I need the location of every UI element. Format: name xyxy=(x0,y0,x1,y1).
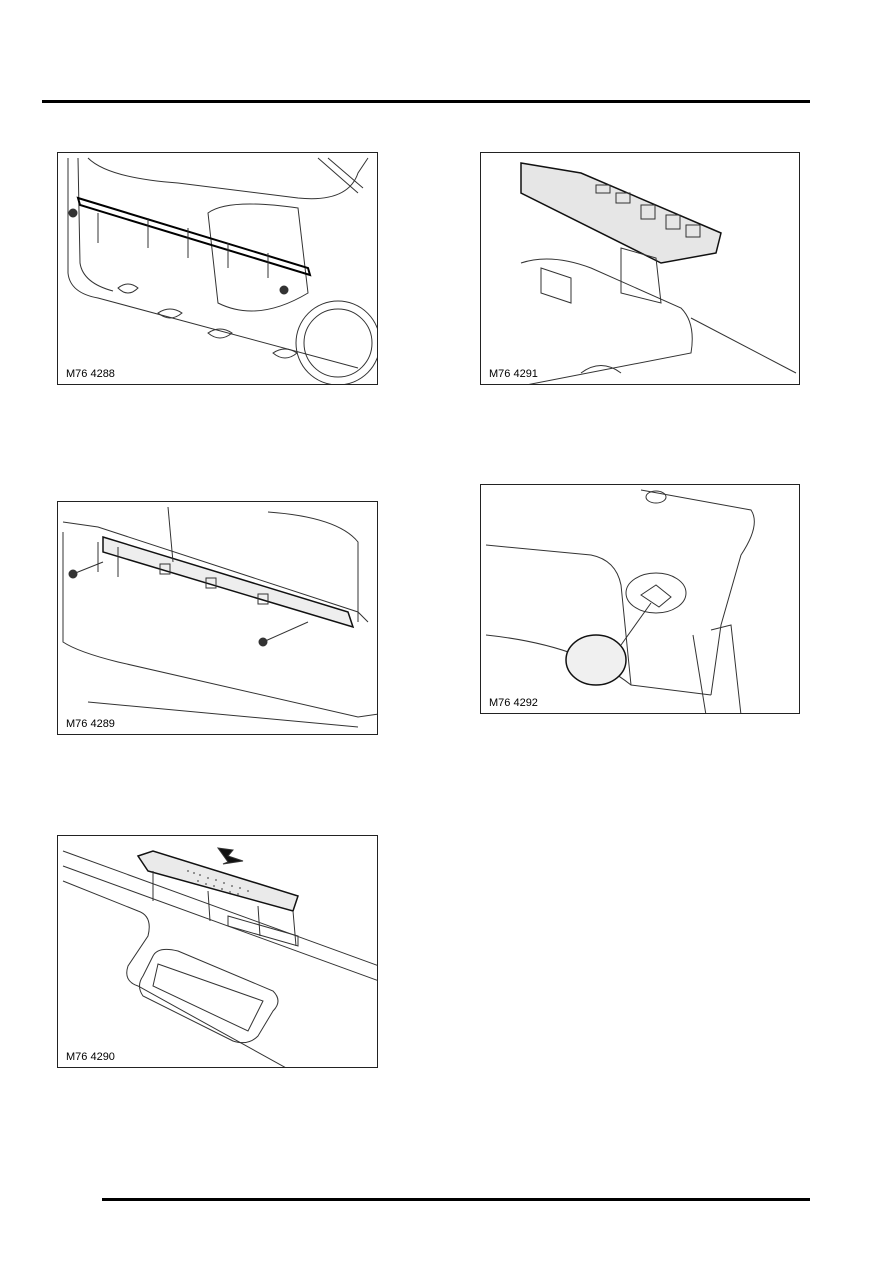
figure-caption: M76 4289 xyxy=(64,718,117,731)
door-trim-rail-illustration xyxy=(67,157,377,384)
pull-rail-screws-illustration xyxy=(62,506,377,728)
grille-clip-illustration xyxy=(62,847,377,1067)
figure-caption: M76 4291 xyxy=(487,368,540,381)
trim-cover-cap-illustration xyxy=(485,489,755,713)
footer-rule xyxy=(102,1198,810,1201)
figure-window-switch-pack: M76 4291 xyxy=(480,152,800,385)
figure-caption: M76 4288 xyxy=(64,368,117,381)
header-rule xyxy=(42,100,810,103)
figure-grille-clip: M76 4290 xyxy=(57,835,378,1068)
figure-door-trim-rail: M76 4288 xyxy=(57,152,378,385)
figure-pull-rail-screws: M76 4289 xyxy=(57,501,378,735)
figure-trim-cover-cap: M76 4292 xyxy=(480,484,800,714)
window-switch-pack-illustration xyxy=(520,162,797,384)
figure-caption: M76 4292 xyxy=(487,697,540,710)
figure-caption: M76 4290 xyxy=(64,1051,117,1064)
